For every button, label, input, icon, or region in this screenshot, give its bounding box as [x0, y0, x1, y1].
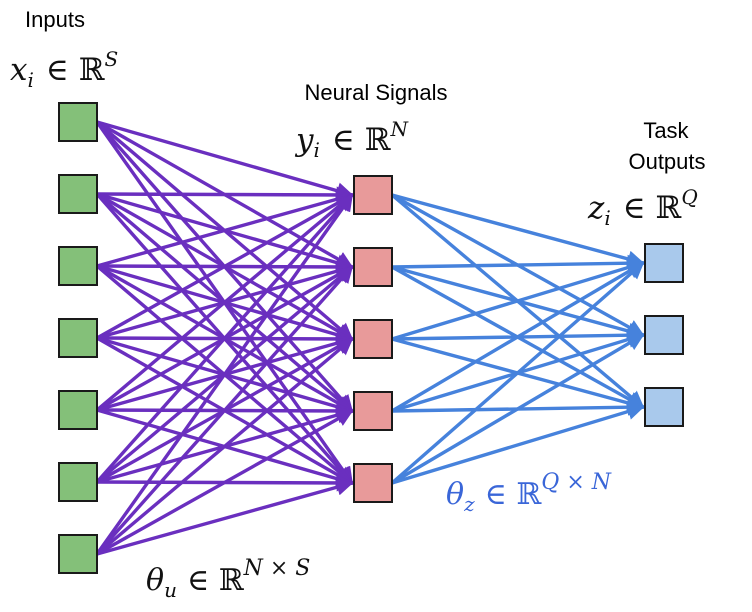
- input-signal-edge-3-1: [95, 190, 354, 268]
- neural-signal-node-4: [353, 391, 393, 431]
- task-output-node-1: [644, 243, 684, 283]
- theta-u-label: θu∈ ℝN × S: [146, 556, 310, 602]
- input-to-signal-connections: [95, 120, 354, 556]
- theta-z-label: θz∈ ℝQ × N: [446, 470, 612, 516]
- outputs-math-label: zi∈ ℝQ: [587, 185, 698, 230]
- signals-title: Neural Signals: [304, 80, 447, 105]
- signal-output-edge-3-1: [390, 259, 645, 341]
- input-signal-edge-4-1: [95, 193, 354, 340]
- outputs-title-line-2: Outputs: [628, 149, 705, 174]
- neural-signal-node-5: [353, 463, 393, 503]
- signal-output-edge-4-1: [390, 261, 645, 413]
- input-signal-edge-7-2: [95, 265, 354, 556]
- input-node-5: [58, 390, 98, 430]
- neural-signal-layer-nodes: [353, 175, 393, 503]
- input-signal-edge-1-1: [95, 120, 354, 199]
- neural-signal-node-3: [353, 319, 393, 359]
- task-output-layer-nodes: [644, 243, 684, 427]
- outputs-title-line-1: Task: [643, 118, 689, 143]
- neural-signal-node-1: [353, 175, 393, 215]
- signal-output-edge-1-1: [390, 193, 645, 268]
- input-signal-edge-2-1: [95, 186, 354, 204]
- input-signal-edge-7-1: [95, 193, 354, 556]
- input-node-6: [58, 462, 98, 502]
- signal-output-edge-5-1: [390, 261, 645, 485]
- input-signal-edge-7-3: [95, 337, 354, 556]
- input-layer-nodes: [58, 102, 98, 574]
- inputs-title: Inputs: [25, 7, 85, 32]
- signal-output-edge-2-1: [390, 254, 645, 272]
- signal-to-output-connections: [390, 193, 645, 485]
- inputs-math-label: xi∈ ℝS: [10, 47, 118, 92]
- input-signal-edge-7-4: [95, 409, 354, 556]
- outputs-title: Task Outputs: [628, 118, 705, 174]
- task-output-node-2: [644, 315, 684, 355]
- input-signal-edge-5-1: [95, 193, 354, 412]
- input-signal-edge-7-5: [95, 478, 354, 556]
- input-node-2: [58, 174, 98, 214]
- input-node-3: [58, 246, 98, 286]
- signal-output-edge-5-3: [390, 403, 645, 485]
- input-node-1: [58, 102, 98, 142]
- neural-signal-node-2: [353, 247, 393, 287]
- input-node-4: [58, 318, 98, 358]
- input-signal-edge-6-1: [95, 193, 354, 484]
- task-output-node-3: [644, 387, 684, 427]
- signal-output-edge-5-2: [390, 333, 645, 485]
- input-node-7: [58, 534, 98, 574]
- signals-math-label: yi∈ ℝN: [294, 117, 410, 162]
